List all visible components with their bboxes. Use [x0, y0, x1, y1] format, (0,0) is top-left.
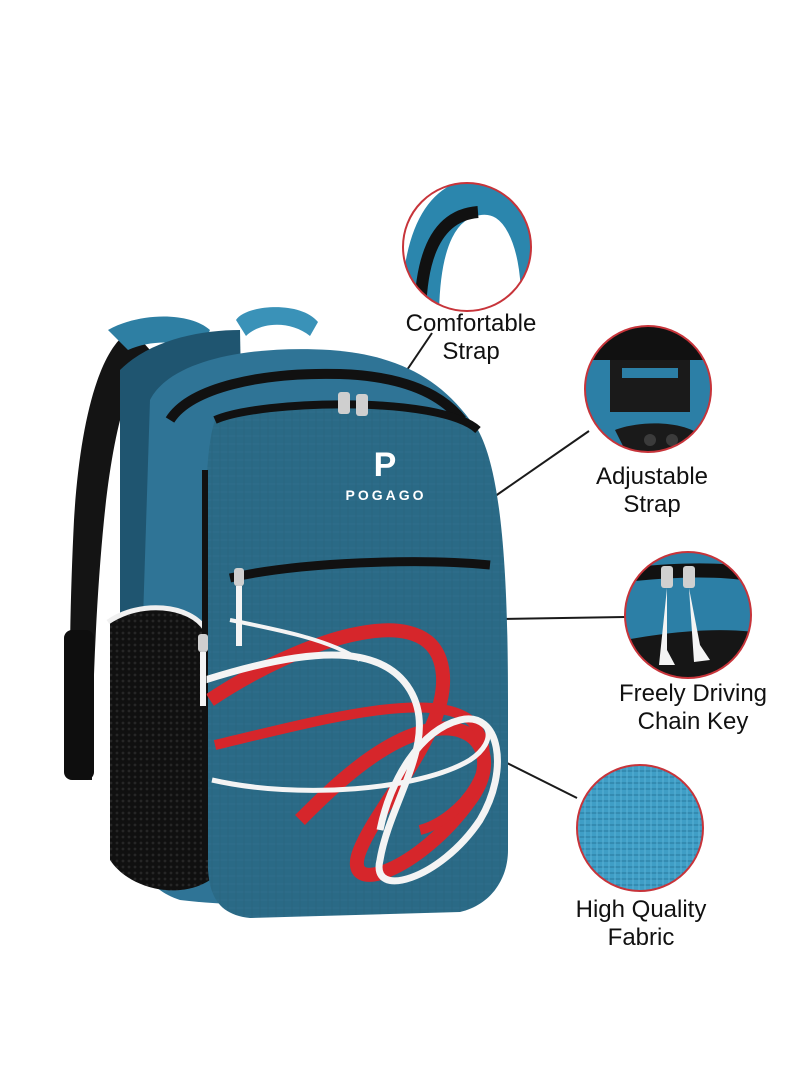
- logo-letter: P: [374, 446, 397, 484]
- zipper-pulls: [198, 392, 368, 706]
- backpack: P POGAGO: [64, 307, 508, 918]
- callout-circle-adjustable: [584, 325, 712, 453]
- callout-label-strap-line1: Comfortable: [405, 310, 537, 337]
- callout-label-adjustable: Adjustable Strap: [588, 463, 716, 519]
- side-mesh-pocket: [110, 607, 210, 891]
- callout-label-adjustable-line2: Strap: [623, 491, 681, 518]
- swirl-graphic: [205, 618, 501, 885]
- callout-label-strap: Comfortable Strap: [398, 310, 544, 366]
- brand-logo: P POGAGO: [345, 446, 426, 503]
- callout-label-fabric-line1: High Quality: [575, 896, 707, 923]
- callout-label-adjustable-line1: Adjustable: [595, 463, 709, 490]
- brand-name: POGAGO: [345, 487, 426, 503]
- callout-label-chain: Freely Driving Chain Key: [610, 680, 776, 736]
- callout-label-strap-line2: Strap: [442, 338, 500, 365]
- carry-handle: [236, 307, 318, 336]
- callout-circle-fabric: [576, 764, 704, 892]
- leader-line-chain: [497, 616, 626, 620]
- callout-label-fabric-line2: Fabric: [607, 924, 675, 951]
- callout-label-chain-line1: Freely Driving: [618, 680, 768, 707]
- callout-circle-strap: [402, 182, 532, 312]
- front-pocket-zipper: [228, 557, 491, 583]
- callout-label-fabric: High Quality Fabric: [566, 896, 716, 952]
- leader-line-fabric: [504, 761, 578, 799]
- callout-circle-chain: [624, 551, 752, 679]
- callout-label-chain-line2: Chain Key: [637, 708, 749, 735]
